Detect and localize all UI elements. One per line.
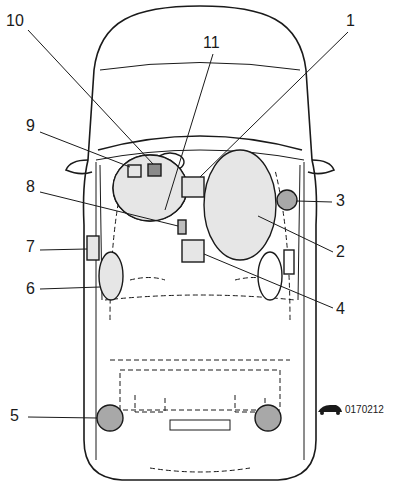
callout-number: 11 [203, 34, 220, 52]
callout-number: 5 [10, 407, 19, 425]
callout-number: 1 [346, 12, 355, 30]
callout-number: 7 [26, 238, 35, 256]
figure-code: 0170212 [345, 404, 384, 416]
callout-number: 3 [336, 192, 345, 210]
callout-number: 9 [26, 117, 35, 135]
callout-number: 8 [26, 178, 35, 196]
callout-number: 6 [26, 280, 35, 298]
callout-number: 4 [336, 300, 345, 318]
callout-number: 10 [6, 12, 24, 30]
callout-number: 2 [336, 243, 345, 261]
